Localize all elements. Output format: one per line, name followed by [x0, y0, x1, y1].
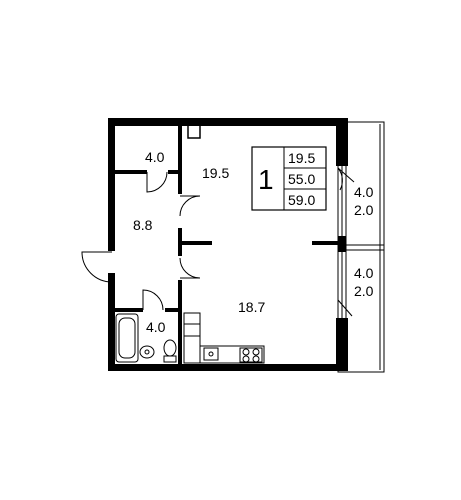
living-area: 19.5: [288, 150, 315, 166]
balcony-bottom-area-a: 4.0: [354, 265, 374, 281]
room-area-hall: 8.8: [133, 217, 153, 233]
main-area: 55.0: [288, 171, 315, 187]
door-balcony-upper: [337, 167, 355, 183]
sink-icon: [139, 345, 155, 359]
interior-walls: [113, 122, 340, 366]
door-entrance: [81, 251, 113, 283]
kitchen-sink-icon: [203, 347, 219, 361]
kitchen-counter: [183, 312, 265, 364]
room-area-bathroom: 4.0: [146, 319, 166, 335]
door-balcony-lower: [337, 299, 353, 317]
door-bathroom: [142, 289, 164, 311]
shaft: [187, 123, 201, 139]
door-storage: [146, 171, 168, 193]
balcony-bottom-area-b: 2.0: [354, 283, 374, 299]
bathtub-icon: [115, 313, 139, 363]
area-summary: 1 19.5 55.0 59.0: [251, 146, 327, 211]
toilet-icon: [163, 339, 177, 363]
door-kitchen: [179, 195, 201, 217]
room-area-kitchen-living: 19.5: [202, 165, 229, 181]
balcony-top-area-b: 2.0: [354, 202, 374, 218]
room-area-bedroom: 18.7: [238, 299, 265, 315]
balcony-top-area-a: 4.0: [354, 184, 374, 200]
doors: [81, 167, 355, 317]
door-bedroom: [179, 257, 201, 279]
stove-icon: [239, 347, 263, 363]
room-count: 1: [258, 164, 274, 195]
outer-walls: [108, 118, 348, 371]
room-area-storage: 4.0: [145, 149, 165, 165]
total-area: 59.0: [288, 192, 315, 208]
